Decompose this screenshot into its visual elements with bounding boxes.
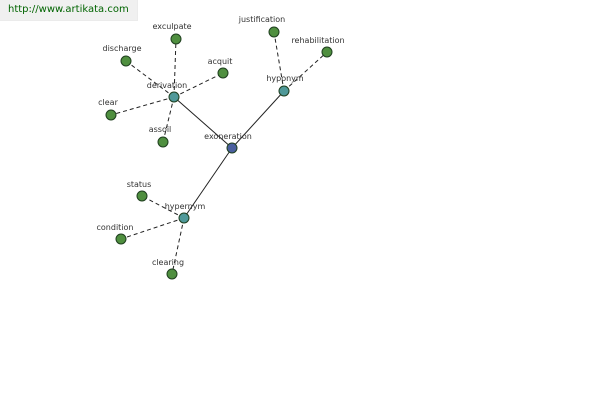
leaf-label-exculpate: exculpate (152, 22, 191, 31)
leaf-node-clearing[interactable] (166, 268, 178, 280)
node-layer (105, 26, 333, 280)
site-url-link[interactable]: http://www.artikata.com (8, 4, 129, 15)
edge-hyponym-to-justification (273, 31, 285, 92)
leaf-node-exculpate[interactable] (170, 33, 182, 45)
hub-label-hypernym: hypernym (165, 202, 206, 211)
leaf-node-status[interactable] (136, 190, 148, 202)
leaf-node-discharge[interactable] (120, 55, 132, 67)
leaf-label-discharge: discharge (103, 44, 142, 53)
leaf-label-clear: clear (98, 98, 118, 107)
edge-hypernym-to-status (141, 195, 185, 219)
label-layer: exoneration derivation exculpate discharge a… (97, 15, 345, 267)
root-label-exoneration: exoneration (204, 132, 252, 141)
leaf-label-clearing: clearing (152, 258, 184, 267)
root-node-exoneration[interactable] (226, 142, 238, 154)
leaf-label-assoil: assoil (149, 125, 172, 134)
hub-label-hyponym: hyponym (266, 74, 304, 83)
hub-node-hypernym[interactable] (178, 212, 190, 224)
edge-derivation-to-clear (110, 96, 175, 116)
leaf-node-condition[interactable] (115, 233, 127, 245)
leaf-node-rehabilitation[interactable] (321, 46, 333, 58)
leaf-label-status: status (127, 180, 152, 189)
edge-root-to-derivation (173, 96, 233, 149)
site-url-banner: http://www.artikata.com (0, 0, 138, 21)
leaf-label-justification: justification (238, 15, 285, 24)
edge-hyponym-to-rehabilitation (283, 51, 328, 92)
edge-derivation-to-exculpate (173, 38, 177, 98)
hub-label-derivation: derivation (147, 81, 187, 90)
leaf-node-assoil[interactable] (157, 136, 169, 148)
edge-derivation-to-discharge (125, 60, 175, 98)
edge-derivation-to-acquit (173, 72, 224, 98)
edge-hypernym-to-clearing (171, 217, 185, 275)
edge-root-to-hyponym (231, 90, 285, 149)
edge-root-to-hypernym (183, 147, 233, 219)
edge-layer (110, 31, 328, 275)
leaf-node-clear[interactable] (105, 109, 117, 121)
leaf-label-condition: condition (97, 223, 134, 232)
edge-derivation-to-assoil (162, 96, 175, 143)
leaf-label-acquit: acquit (208, 57, 233, 66)
hub-node-derivation[interactable] (168, 91, 180, 103)
leaf-node-justification[interactable] (268, 26, 280, 38)
hub-node-hyponym[interactable] (278, 85, 290, 97)
leaf-node-acquit[interactable] (217, 67, 229, 79)
leaf-label-rehabilitation: rehabilitation (291, 36, 344, 45)
